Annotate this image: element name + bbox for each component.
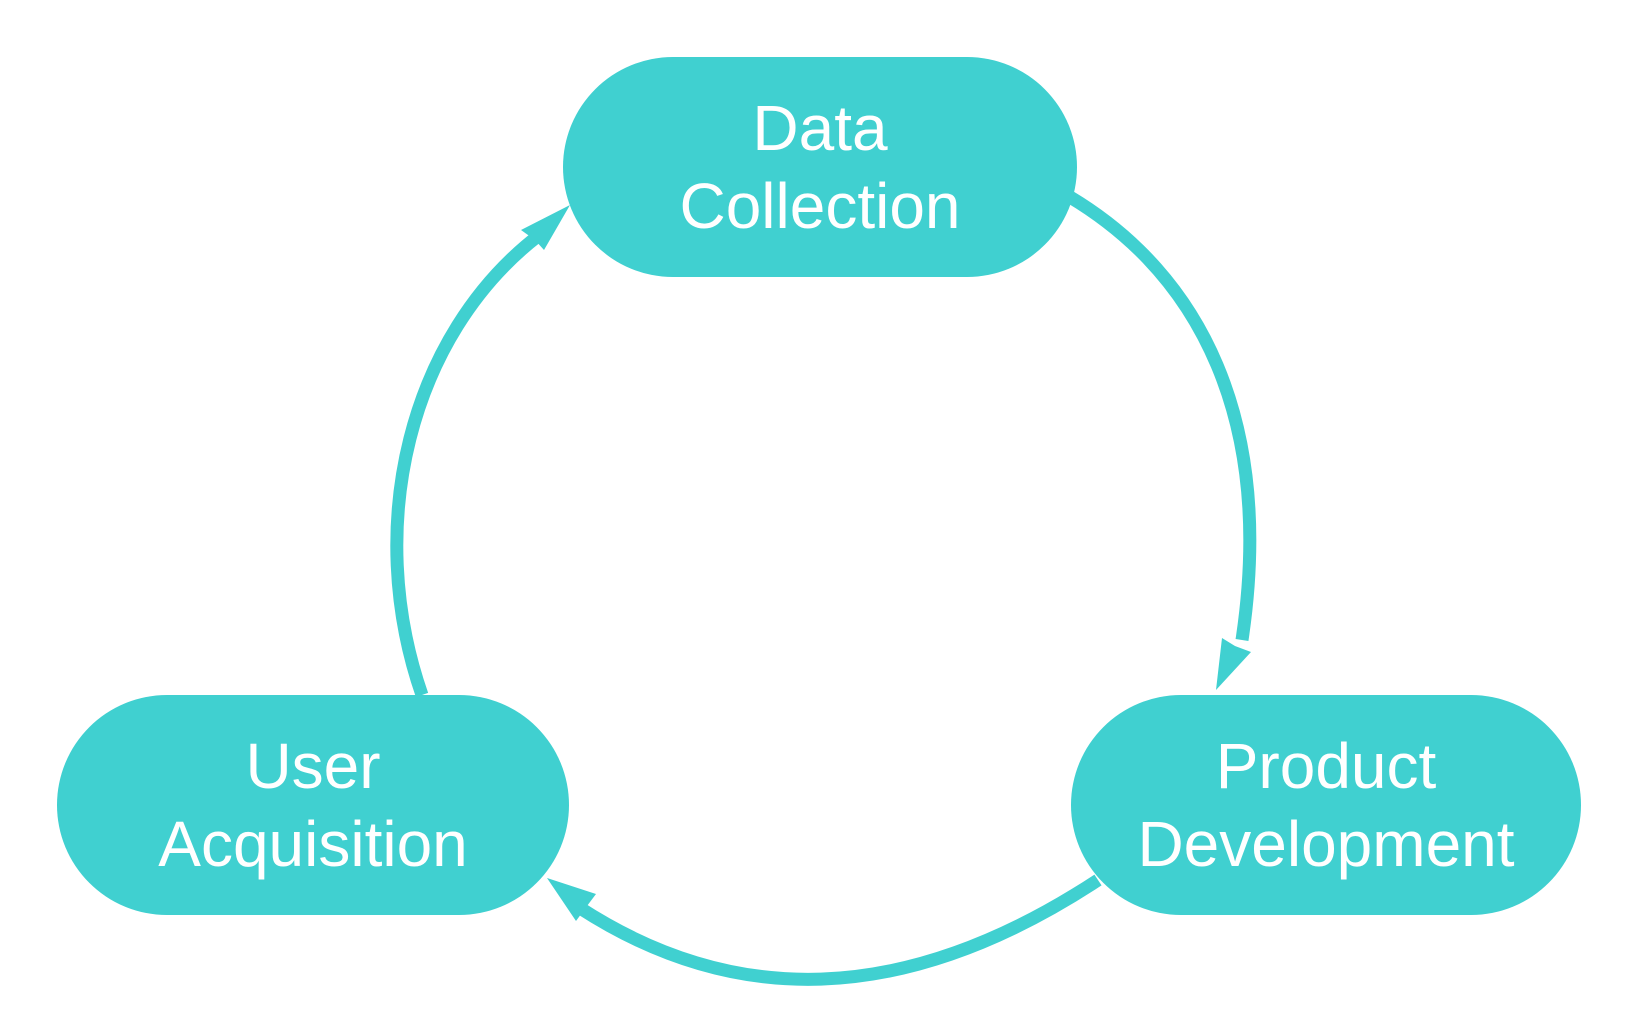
product-development-line2: Development bbox=[1137, 808, 1515, 880]
product-development-line1: Product bbox=[1215, 730, 1437, 802]
arrowhead-user-icon bbox=[547, 878, 596, 921]
data-collection-node: Data Collection bbox=[563, 57, 1077, 277]
user-acquisition-line2: Acquisition bbox=[158, 808, 468, 880]
product-development-node: Product Development bbox=[1071, 695, 1581, 915]
user-acquisition-node: User Acquisition bbox=[57, 695, 569, 915]
arrow-user-to-data bbox=[390, 230, 542, 698]
arrowhead-data-icon bbox=[521, 205, 570, 250]
data-collection-line1: Data bbox=[752, 92, 888, 164]
arrow-data-to-product bbox=[1066, 191, 1257, 641]
data-collection-line2: Collection bbox=[679, 170, 961, 242]
arrowhead-product-icon bbox=[1216, 638, 1251, 690]
user-acquisition-line1: User bbox=[245, 730, 381, 802]
arrow-product-to-user bbox=[576, 874, 1102, 986]
